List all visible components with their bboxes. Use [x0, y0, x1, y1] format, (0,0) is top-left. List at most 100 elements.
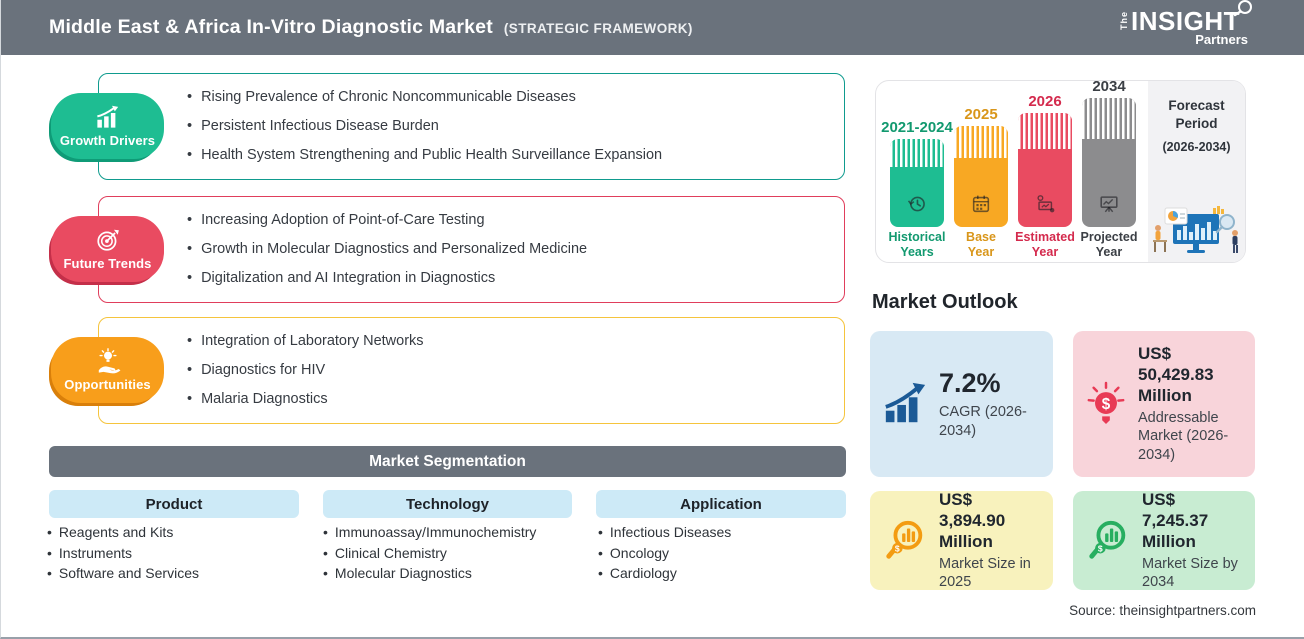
- list-item: Infectious Diseases: [598, 525, 731, 539]
- bar-caption: Historical Years: [885, 230, 949, 261]
- application-list: Infectious Diseases Oncology Cardiology: [598, 525, 731, 580]
- caption-line: Estimated: [1015, 229, 1075, 244]
- target-icon: [96, 229, 119, 251]
- opportunities-box: Integration of Laboratory Networks Diagn…: [98, 317, 845, 424]
- bar-stripes: [890, 139, 944, 168]
- card-text: US$ 7,245.37 Million Market Size by 2034: [1142, 489, 1243, 592]
- stat-value: US$ 50,429.83 Million: [1138, 343, 1214, 406]
- source-attribution: Source: theinsightpartners.com: [1069, 603, 1256, 618]
- historical-years-bar: [890, 139, 944, 227]
- estimated-year-bar: [1018, 113, 1072, 227]
- market-outlook-title: Market Outlook: [872, 291, 1018, 313]
- logo-the-text: The: [1119, 11, 1130, 31]
- caption-line: Historical: [888, 229, 946, 244]
- product-list: Reagents and Kits Instruments Software a…: [47, 525, 199, 580]
- calendar-icon: [972, 195, 990, 213]
- bar-caption: Base Year: [949, 230, 1013, 261]
- growth-drivers-items: Rising Prevalence of Chronic Noncommunic…: [99, 74, 844, 179]
- automation-estimate-icon: [1037, 195, 1055, 213]
- logo-name-text: INSIGHT: [1131, 6, 1240, 36]
- list-item: Clinical Chemistry: [323, 546, 536, 560]
- future-trends-box: Increasing Adoption of Point-of-Care Tes…: [98, 196, 845, 303]
- caption-line: Base: [966, 229, 996, 244]
- bar-stripes: [1082, 98, 1136, 140]
- caption-line: Years: [900, 245, 934, 260]
- growth-drivers-box: Rising Prevalence of Chronic Noncommunic…: [98, 73, 845, 180]
- magnifier-chart-icon: $: [886, 520, 923, 559]
- bar-caption: Estimated Year: [1013, 230, 1077, 261]
- caption-line: Year: [967, 245, 995, 260]
- bulb-hand-icon: [98, 348, 120, 374]
- card-text: 7.2% CAGR (2026-2034): [939, 367, 1041, 440]
- addressable-market-card: $ US$ 50,429.83 Million Addressable Mark…: [1073, 331, 1255, 477]
- bar-stripes: [1018, 113, 1072, 150]
- card-text: US$ 50,429.83 Million Addressable Market…: [1138, 343, 1243, 465]
- stat-label: CAGR (2026-2034): [939, 404, 1027, 439]
- badge-label: Future Trends: [63, 256, 152, 271]
- analytics-illustration: [1153, 206, 1238, 253]
- projected-year-bar: [1082, 98, 1136, 227]
- year-label: 2025: [964, 106, 998, 123]
- caption-line: Year: [1095, 245, 1123, 260]
- header-bar: Middle East & Africa In-Vitro Diagnostic…: [1, 0, 1304, 55]
- market-segmentation-header: Market Segmentation: [49, 446, 846, 477]
- forecast-period-title: Forecast Period: [1168, 98, 1225, 131]
- list-item: Malaria Diagnostics: [187, 391, 824, 408]
- caption-line: Year: [1031, 245, 1059, 260]
- stat-value: 7.2%: [939, 368, 1001, 399]
- year-label: 2021-2024: [881, 119, 953, 136]
- logo-partners-text: Partners: [1195, 32, 1248, 47]
- market-size-2025-card: $ US$ 3,894.90 Million Market Size in 20…: [870, 489, 1053, 592]
- cagr-card: 7.2% CAGR (2026-2034): [870, 331, 1053, 477]
- list-item: Software and Services: [47, 566, 199, 580]
- page-subtitle: (STRATEGIC FRAMEWORK): [503, 21, 693, 36]
- list-item: Immunoassay/Immunochemistry: [323, 525, 537, 539]
- caption-line: Projected: [1080, 229, 1138, 244]
- list-item: Instruments: [47, 546, 199, 560]
- year-label: 2026: [1028, 93, 1062, 110]
- year-label: 2034: [1092, 78, 1126, 95]
- page-title: Middle East & Africa In-Vitro Diagnostic…: [49, 16, 493, 38]
- technology-list: Immunoassay/Immunochemistry Clinical Che…: [323, 525, 537, 580]
- magnifier-icon: [1233, 0, 1252, 17]
- future-trends-items: Increasing Adoption of Point-of-Care Tes…: [99, 197, 844, 302]
- badge-label: Growth Drivers: [59, 132, 156, 148]
- market-size-2034-card: $ US$ 7,245.37 Million Market Size by 20…: [1073, 489, 1255, 592]
- segment-column-header-product: Product: [49, 490, 299, 518]
- forecast-period-panel: Forecast Period (2026-2034): [1148, 81, 1245, 262]
- growth-arrow-chart-icon: [885, 382, 926, 423]
- list-item: Molecular Diagnostics: [323, 566, 536, 580]
- list-item: Digitalization and AI Integration in Dia…: [187, 270, 824, 287]
- opportunities-badge: Opportunities: [51, 337, 164, 403]
- list-item: Diagnostics for HIV: [187, 362, 824, 379]
- list-item: Health System Strengthening and Public H…: [187, 147, 824, 164]
- list-item: Growth in Molecular Diagnostics and Pers…: [187, 241, 824, 258]
- segment-column-header-technology: Technology: [323, 490, 572, 518]
- bar-caption: Projected Year: [1077, 230, 1141, 261]
- badge-label: Opportunities: [64, 377, 151, 392]
- list-item: Integration of Laboratory Networks: [187, 333, 824, 350]
- projector-screen-icon: [1100, 196, 1118, 213]
- insight-partners-logo: The INSIGHT Partners: [1119, 0, 1252, 47]
- growth-chart-icon: [97, 105, 119, 128]
- card-text: US$ 3,894.90 Million Market Size in 2025: [939, 489, 1041, 592]
- header-titles: Middle East & Africa In-Vitro Diagnostic…: [49, 16, 693, 39]
- list-item: Rising Prevalence of Chronic Noncommunic…: [187, 89, 824, 106]
- growth-drivers-badge: Growth Drivers: [51, 93, 164, 159]
- list-item: Cardiology: [598, 566, 731, 580]
- svg-text:$: $: [1098, 543, 1103, 553]
- svg-text:$: $: [895, 543, 900, 553]
- history-clock-icon: [907, 196, 925, 212]
- future-trends-badge: Future Trends: [51, 216, 164, 282]
- dollar-bulb-icon: $: [1087, 381, 1125, 425]
- stat-label: Addressable Market (2026-2034): [1138, 409, 1229, 464]
- segment-column-header-application: Application: [596, 490, 846, 518]
- forecast-period-range: (2026-2034): [1162, 140, 1231, 155]
- stat-value: US$ 3,894.90 Million: [939, 489, 1006, 552]
- stat-label: Market Size by 2034: [1142, 555, 1238, 591]
- logo-wordmark: The INSIGHT: [1119, 0, 1252, 36]
- list-item: Oncology: [598, 546, 731, 560]
- years-timeline-panel: 2021-2024 2025 2026 2034: [875, 78, 1246, 263]
- opportunities-items: Integration of Laboratory Networks Diagn…: [99, 318, 844, 423]
